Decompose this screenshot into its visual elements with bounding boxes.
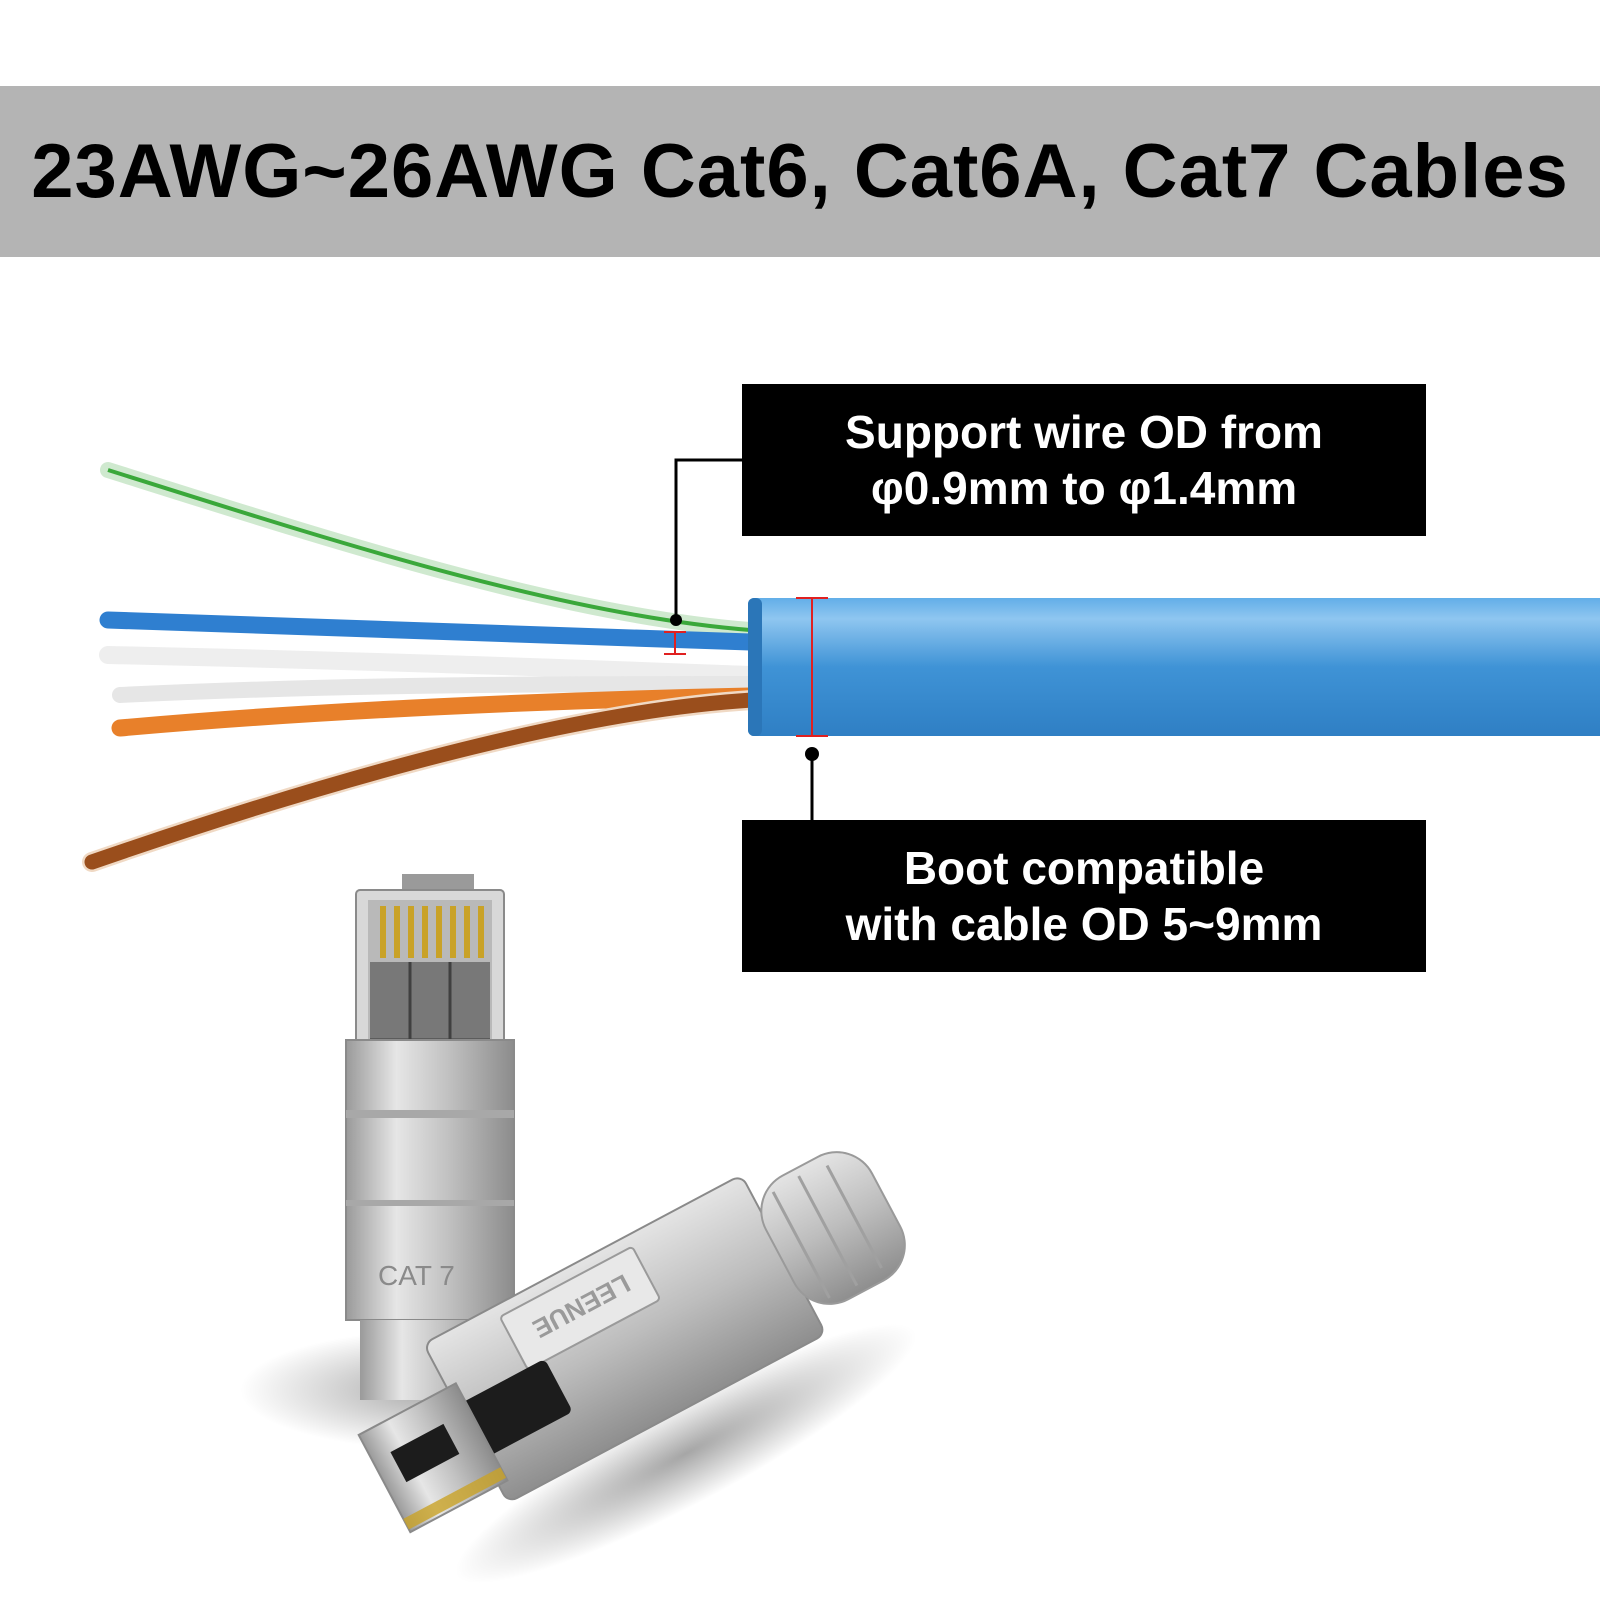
callout-cable-od-line2: with cable OD 5~9mm	[845, 898, 1323, 950]
wire-od-marker	[664, 631, 686, 655]
connector-angled: LEENUE	[357, 1151, 917, 1584]
cat7-mark: CAT 7	[378, 1260, 455, 1291]
cable-jacket	[748, 598, 1600, 736]
jacket-edge	[748, 598, 762, 736]
wire-white-stripe	[112, 676, 758, 703]
gold-contacts	[380, 906, 484, 958]
wire-white	[99, 646, 759, 684]
callout-wire-od-line2: φ0.9mm to φ1.4mm	[870, 462, 1298, 514]
wire-green-white	[100, 462, 758, 638]
wire-brown	[82, 690, 762, 872]
callout-cable-od-line1: Boot compatible	[903, 842, 1265, 894]
wire-blue	[99, 611, 759, 651]
callout-wire-od-line1: Support wire OD from	[845, 406, 1323, 458]
callout-wire-od: Support wire OD from φ0.9mm to φ1.4mm	[742, 384, 1426, 536]
title-banner: 23AWG~26AWG Cat6, Cat6A, Cat7 Cables	[0, 86, 1600, 257]
leader-line-bottom	[805, 747, 819, 820]
cable-od-marker	[796, 597, 828, 737]
wire-orange	[111, 687, 759, 737]
leader-line-top	[670, 458, 742, 626]
page-title: 23AWG~26AWG Cat6, Cat6A, Cat7 Cables	[31, 129, 1569, 214]
callout-cable-od: Boot compatible with cable OD 5~9mm	[742, 820, 1426, 972]
connector-upright: CAT 7	[240, 874, 640, 1450]
